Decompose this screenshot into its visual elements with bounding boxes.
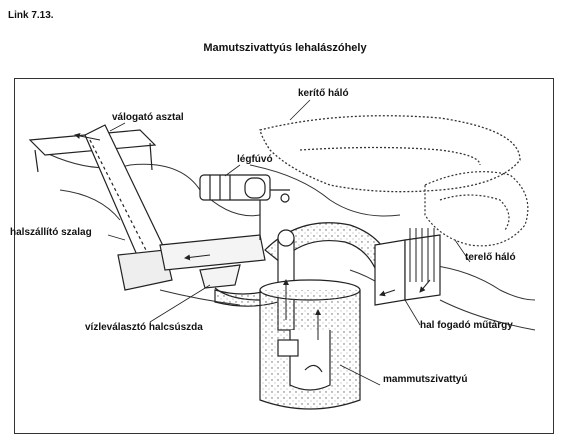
- label-guide-net: terelő háló: [465, 252, 516, 263]
- label-sorting-table: válogató asztal: [112, 112, 184, 123]
- label-water-separator-slide: vízleválasztó halcsúszda: [85, 322, 203, 333]
- mammoth-pump-well: [259, 279, 361, 410]
- leader-lines: [107, 99, 471, 386]
- diagram-frame: [14, 78, 554, 434]
- link-label: Link 7.13.: [8, 10, 54, 21]
- fish-catching-structure: [374, 228, 441, 306]
- enclosing-net: [259, 115, 521, 193]
- air-blower: [199, 174, 290, 240]
- flow-arrows: [74, 133, 431, 340]
- label-mammoth-pump: mammutszivattyú: [383, 374, 468, 385]
- label-fish-catching-structure: hal fogadó műtárgy: [420, 320, 513, 331]
- fish-conveyor: [84, 124, 173, 291]
- guide-net: [424, 171, 529, 247]
- water-separator-slide: [159, 234, 266, 301]
- label-enclosing-net: kerítő háló: [298, 88, 349, 99]
- label-air-blower: légfúvó: [237, 154, 273, 165]
- figure-title: Mamutszivattyús lehalászóhely: [203, 42, 367, 54]
- label-fish-conveyor: halszállító szalag: [10, 227, 92, 238]
